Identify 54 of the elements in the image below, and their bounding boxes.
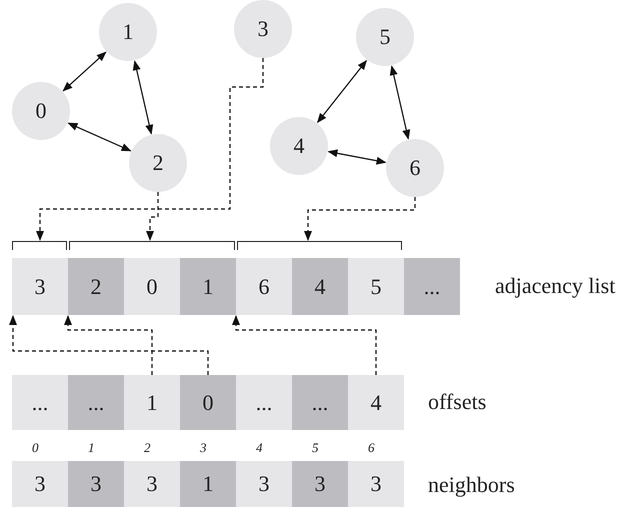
vertex-circle: 6 xyxy=(386,139,444,197)
arrow xyxy=(9,315,209,375)
vertex-circle: 2 xyxy=(129,134,187,192)
array-cell: 6 xyxy=(236,258,292,315)
index-number: 2 xyxy=(144,440,150,456)
array-cell: ... xyxy=(236,375,292,430)
bracket xyxy=(237,241,402,250)
array-cell: 3 xyxy=(124,461,180,507)
array-cell: 3 xyxy=(348,461,404,507)
arrow xyxy=(304,197,416,241)
array-cell: 3 xyxy=(12,258,68,315)
arrow xyxy=(36,58,264,241)
list-label: adjacency list xyxy=(495,273,616,299)
list-label: offsets xyxy=(428,389,486,415)
index-number: 6 xyxy=(368,440,374,456)
index-number: 0 xyxy=(32,440,38,456)
array-cell: ... xyxy=(292,375,348,430)
array-cell: ... xyxy=(12,375,68,430)
array-cell: 1 xyxy=(180,461,236,507)
array-cell: 3 xyxy=(236,461,292,507)
arrow xyxy=(316,60,368,124)
bracket xyxy=(12,241,67,250)
arrow xyxy=(132,60,154,135)
array-cell: 1 xyxy=(180,258,236,315)
array-cell: 3 xyxy=(68,461,124,507)
arrow xyxy=(62,52,107,92)
vertex-circle: 4 xyxy=(270,117,328,175)
index-number: 3 xyxy=(200,440,206,456)
arrow xyxy=(67,122,132,152)
array-cell: 3 xyxy=(12,461,68,507)
index-number: 1 xyxy=(88,440,94,456)
arrow xyxy=(390,65,410,140)
arrow xyxy=(64,315,153,375)
array-cell: 3 xyxy=(292,461,348,507)
array-cell: 0 xyxy=(180,375,236,430)
array-cell: 4 xyxy=(292,258,348,315)
array-cell: 4 xyxy=(348,375,404,430)
array-cell: 2 xyxy=(68,258,124,315)
index-number: 5 xyxy=(312,440,318,456)
bracket xyxy=(69,241,235,250)
index-number: 4 xyxy=(256,440,262,456)
arrow xyxy=(328,149,386,165)
arrow xyxy=(232,315,377,375)
array-cell: ... xyxy=(68,375,124,430)
array-cell: 1 xyxy=(124,375,180,430)
array-cell: 5 xyxy=(348,258,404,315)
array-cell: ... xyxy=(404,258,460,315)
vertex-circle: 1 xyxy=(99,3,157,61)
vertex-circle: 3 xyxy=(234,0,292,58)
array-cell: 0 xyxy=(124,258,180,315)
vertex-circle: 5 xyxy=(356,8,414,66)
list-label: neighbors xyxy=(428,472,515,498)
arrow xyxy=(146,192,159,241)
vertex-circle: 0 xyxy=(12,82,70,140)
